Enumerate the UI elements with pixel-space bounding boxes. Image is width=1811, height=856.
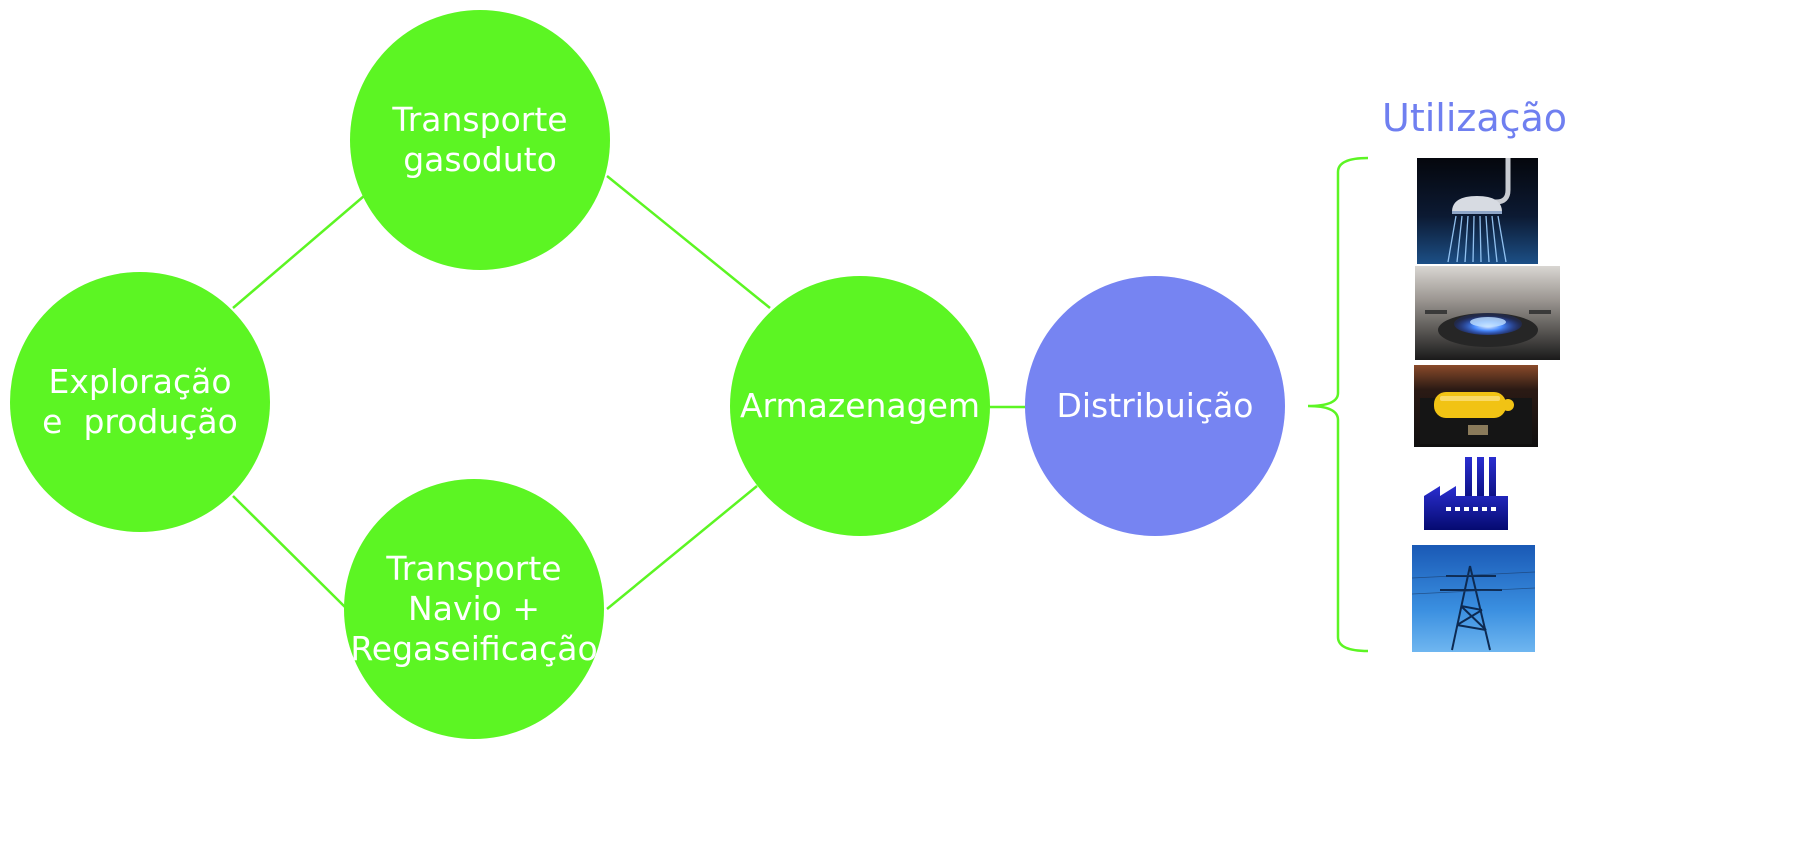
node-label-line: Distribuição — [1056, 386, 1253, 425]
node-exploracao-circle — [10, 272, 270, 532]
connector-gasoduto-armazenagem — [606, 175, 771, 309]
node-label-line: Exploração — [48, 362, 231, 401]
node-label-line: gasoduto — [403, 140, 557, 179]
usage-images — [1411, 158, 1560, 652]
connectors — [232, 175, 1026, 610]
node-distribuicao-label: Distribuição — [1056, 386, 1253, 425]
connector-navio-armazenagem — [606, 485, 758, 610]
node-navio-circle — [344, 479, 604, 739]
shower-icon — [1417, 158, 1538, 264]
node-armazenagem: Armazenagem — [730, 276, 990, 536]
node-label-line: e produção — [42, 402, 238, 441]
connector-exploracao-gasoduto — [232, 195, 365, 309]
node-gasoduto-circle — [350, 10, 610, 270]
power-pylon-icon — [1411, 545, 1536, 652]
node-label-line: Navio + — [408, 589, 540, 628]
node-label-line: Regaseificação — [350, 629, 597, 668]
vehicle-gas-tank-icon — [1414, 365, 1538, 447]
factory-icon — [1418, 452, 1517, 538]
utilizacao-title: Utilização — [1382, 96, 1567, 140]
node-distribuicao: Distribuição — [1025, 276, 1285, 536]
node-distribuicao-circle — [1025, 276, 1285, 536]
node-armazenagem-circle — [730, 276, 990, 536]
node-label-line: Transporte — [385, 549, 561, 588]
gas-stove-icon — [1415, 266, 1560, 360]
utilizacao-bracket — [1307, 156, 1369, 653]
node-label-line: Transporte — [391, 100, 567, 139]
node-armazenagem-label: Armazenagem — [740, 386, 980, 425]
node-label-line: Armazenagem — [740, 386, 980, 425]
connector-exploracao-navio — [232, 495, 348, 610]
